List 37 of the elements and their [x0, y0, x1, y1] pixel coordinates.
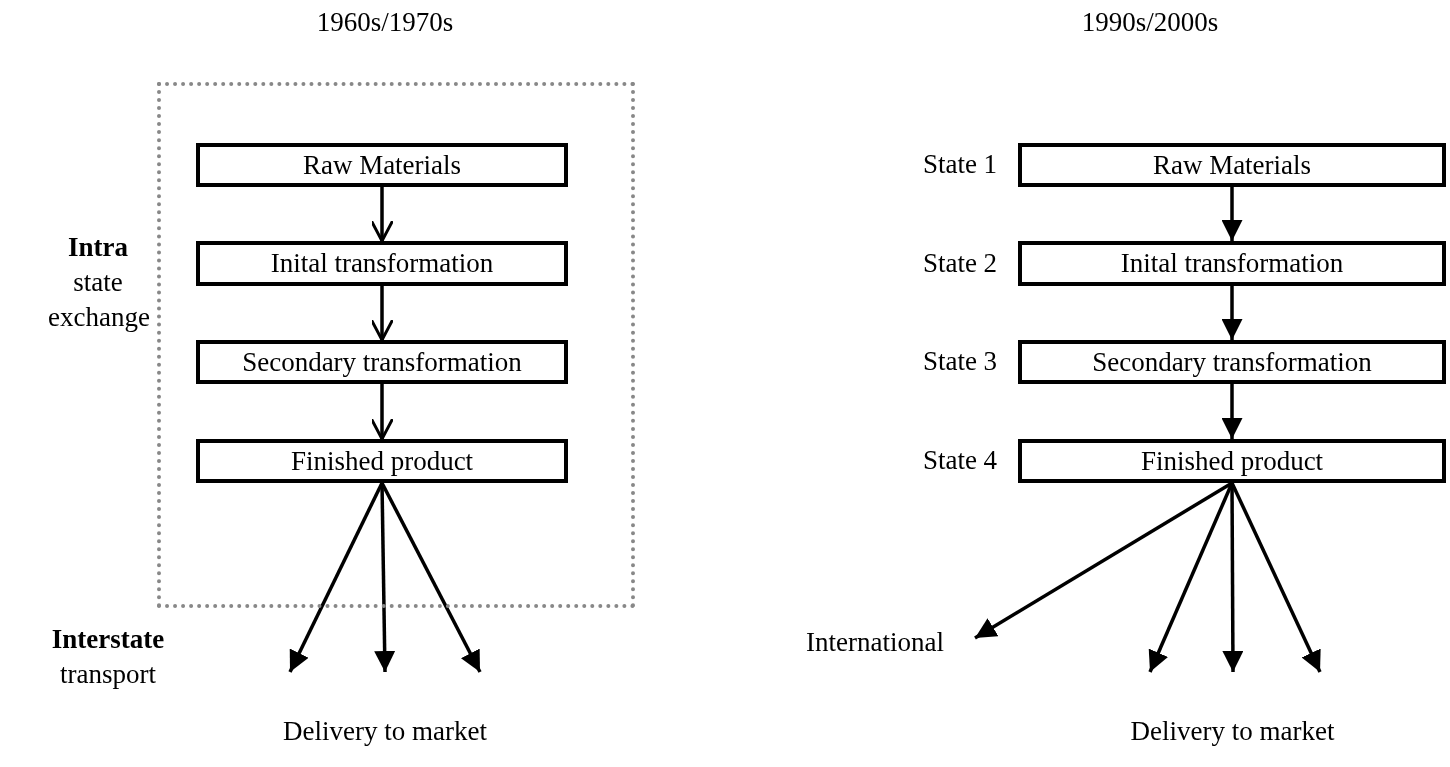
- arrow: [370, 384, 394, 441]
- node-text: Delivery to market: [1130, 716, 1335, 747]
- arrow: [1230, 482, 1322, 673]
- side-note: Interstate transport: [50, 623, 166, 691]
- process-box: [1018, 340, 1446, 384]
- arrow: [380, 482, 482, 673]
- side-note: Intra state exchange: [48, 231, 148, 334]
- row-label: State 4: [921, 444, 999, 477]
- box-label: Inital transformation: [1120, 248, 1344, 279]
- box-label: Inital transformation: [270, 248, 494, 279]
- process-box: [196, 143, 568, 187]
- arrow: [370, 187, 394, 243]
- arrow: [370, 286, 394, 342]
- process-box: [196, 340, 568, 384]
- node-text: Delivery to market: [283, 716, 487, 747]
- process-box: [196, 241, 568, 286]
- row-label: State 1: [921, 148, 999, 181]
- process-box: [196, 439, 568, 483]
- node-text: International: [806, 627, 944, 658]
- arrow: [1221, 187, 1243, 241]
- row-label: State 2: [921, 247, 999, 280]
- row-label: State 3: [921, 345, 999, 378]
- box-label: Secondary transformation: [242, 346, 522, 378]
- box-label: Finished product: [290, 445, 474, 477]
- heading: 1960s/1970s: [315, 6, 455, 39]
- arrow: [1221, 384, 1243, 439]
- process-box: [1018, 143, 1446, 187]
- box-label: Raw Materials: [1152, 149, 1312, 181]
- box-label: Secondary transformation: [1092, 346, 1372, 378]
- process-box: [1018, 241, 1446, 286]
- group-frame: [157, 82, 635, 608]
- box-label: Finished product: [1140, 445, 1324, 477]
- heading: 1990s/2000s: [1080, 6, 1220, 39]
- process-box: [1018, 439, 1446, 483]
- arrow: [974, 481, 1233, 640]
- arrow: [1221, 286, 1243, 340]
- box-label: Raw Materials: [302, 149, 462, 181]
